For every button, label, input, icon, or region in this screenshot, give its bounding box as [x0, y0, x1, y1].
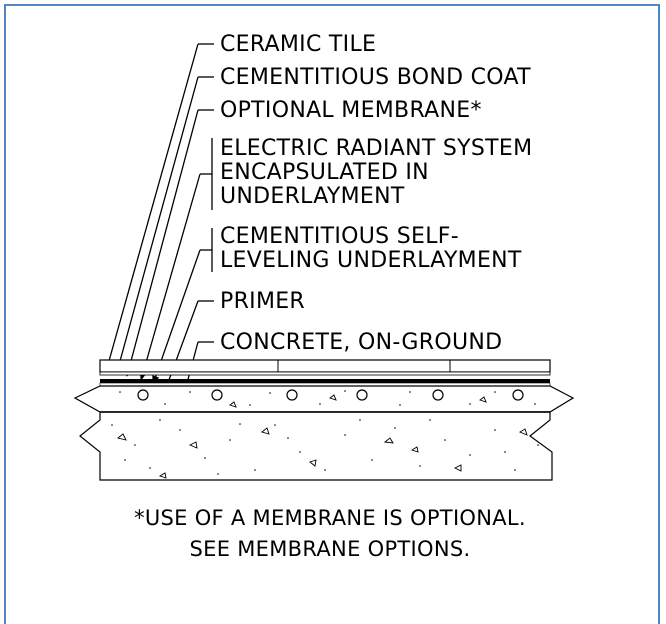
concrete-stones — [117, 394, 528, 479]
floor-assembly-diagram: CERAMIC TILE CEMENTITIOUS BOND COAT OPTI… — [73, 32, 575, 561]
leader-lines — [105, 43, 214, 429]
label-radiant-line1: ELECTRIC RADIANT SYSTEM — [220, 136, 532, 161]
heating-cables — [137, 389, 524, 401]
label-membrane: OPTIONAL MEMBRANE* — [220, 98, 482, 123]
label-self-level-line2: LEVELING UNDERLAYMENT — [220, 248, 522, 273]
label-primer: PRIMER — [220, 289, 305, 314]
label-bond-coat: CEMENTITIOUS BOND COAT — [220, 65, 531, 90]
label-concrete: CONCRETE, ON-GROUND — [220, 330, 502, 355]
diagram-frame — [4, 4, 660, 624]
label-radiant-line3: UNDERLAYMENT — [220, 184, 405, 209]
label-radiant-line2: ENCAPSULATED IN — [220, 160, 429, 185]
label-ceramic-tile: CERAMIC TILE — [220, 32, 376, 57]
concrete-aggregate — [111, 390, 539, 475]
footnote-line2: SEE MEMBRANE OPTIONS. — [190, 537, 471, 561]
label-self-level-line1: CEMENTITIOUS SELF- — [220, 224, 459, 249]
floor-layers — [73, 359, 575, 481]
footnote-line1: *USE OF A MEMBRANE IS OPTIONAL. — [134, 506, 526, 530]
